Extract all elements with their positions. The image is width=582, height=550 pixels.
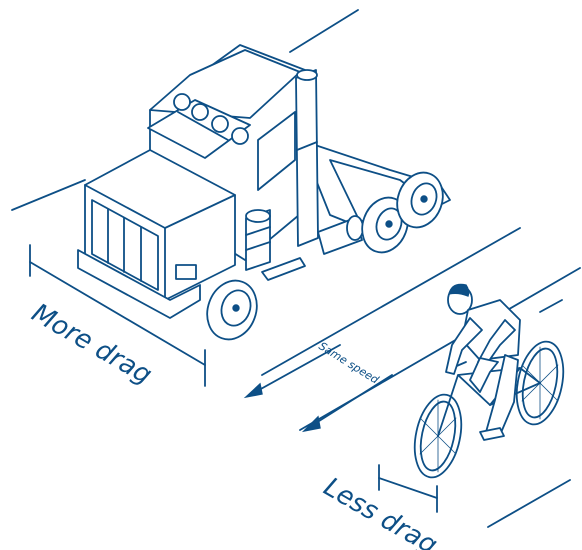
truck — [78, 45, 450, 346]
same-speed-label: Same speed — [316, 340, 381, 388]
cyclist — [408, 284, 571, 481]
more-drag-label: More drag — [27, 298, 157, 390]
less-drag-label: Less drag — [319, 472, 443, 550]
truck-wheel-front — [199, 274, 265, 347]
